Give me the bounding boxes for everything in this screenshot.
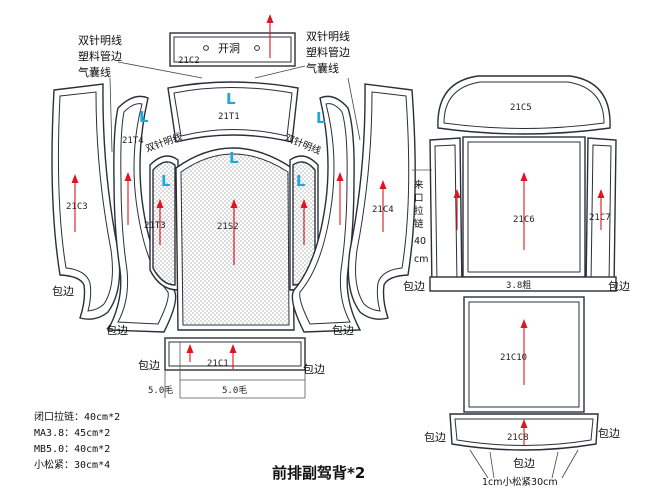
code-21t1: 21T1 xyxy=(218,112,240,122)
arrow-21c1 xyxy=(186,344,237,370)
note-line-3: MB5.0：40cm*2 xyxy=(34,444,110,455)
code-21t3: 21T3 xyxy=(144,221,166,231)
l-marker-t1: L xyxy=(226,90,236,108)
piece-21c3: 21C3 xyxy=(51,83,121,320)
piece-21c2: 开洞 21C2 xyxy=(169,32,296,67)
edge-label-6: 包边 xyxy=(403,280,425,293)
dbl-needle-right-2: 塑料管边 xyxy=(306,45,350,59)
code-21t4: 21T4 xyxy=(122,136,144,146)
piece-21c5: 21C5 xyxy=(437,75,611,135)
code-21c1: 21C1 xyxy=(207,359,229,369)
arrow-21t3 xyxy=(156,199,164,245)
arrow-21c7 xyxy=(597,189,605,230)
diagram-title: 前排副驾背*2 xyxy=(272,464,365,482)
code-21c5: 21C5 xyxy=(510,103,532,113)
svg-text:40: 40 xyxy=(414,236,426,247)
note-line-4: 小松紧：30cm*4 xyxy=(34,458,110,471)
edge-label-9: 包边 xyxy=(598,427,620,440)
edge-label-7: 包边 xyxy=(608,280,630,293)
l-marker-right-long: L xyxy=(316,109,326,127)
dbl-needle-right-3: 气囊线 xyxy=(306,61,339,75)
elastic-leaders xyxy=(469,449,579,479)
piece-21c1: 21C1 xyxy=(164,337,306,399)
arrow-21t4 xyxy=(124,172,132,225)
dbl-needle-tilt-right: 双针明线 xyxy=(283,132,323,158)
dim-5-right: 5.0毛 xyxy=(222,384,247,396)
open-hole-label: 开洞 xyxy=(218,42,240,55)
l-marker-s2: L xyxy=(229,149,239,167)
edge-label-3: 包边 xyxy=(138,359,160,372)
piece-21t1: 21T1 L xyxy=(167,81,299,143)
svg-text:拉: 拉 xyxy=(414,205,424,217)
l-marker-left-long: L xyxy=(139,108,149,126)
piece-bar-38: 3.8粗 xyxy=(429,276,617,292)
arrow-right-strip xyxy=(300,199,308,245)
svg-text:口: 口 xyxy=(414,193,424,204)
dbl-needle-left-3: 气囊线 xyxy=(78,65,111,79)
arrow-21c4 xyxy=(379,180,387,232)
svg-text:链: 链 xyxy=(414,218,424,230)
zip-label: 来 口 拉 链 40 cm xyxy=(412,169,432,265)
leaders-top xyxy=(109,61,361,153)
arrow-right-long xyxy=(336,172,344,225)
arrow-21c10 xyxy=(520,319,528,385)
edge-label-10: 包边 xyxy=(513,457,535,470)
edge-label-4: 包边 xyxy=(303,363,325,376)
code-21c8: 21C8 xyxy=(507,433,529,443)
l-marker-right-strip: L xyxy=(296,172,306,190)
code-21c2: 21C2 xyxy=(178,56,200,66)
code-21c7: 21C7 xyxy=(589,213,611,223)
dim-5-left: 5.0毛 xyxy=(148,384,173,396)
arrow-21c6 xyxy=(520,172,528,250)
edge-label-1: 包边 xyxy=(52,285,74,298)
svg-text:来: 来 xyxy=(414,180,424,191)
arrow-21c8 xyxy=(520,419,528,446)
elastic-note: 1cm小松紧30cm xyxy=(482,476,558,488)
arrow-left-strip xyxy=(453,189,461,230)
piece-21s2: 21S2 L xyxy=(175,147,295,331)
dbl-needle-left-2: 塑料管边 xyxy=(78,49,122,63)
l-marker-t3: L xyxy=(161,172,171,190)
edge-label-2: 包边 xyxy=(106,324,128,337)
dbl-needle-tilt-left: 双针明线 xyxy=(144,130,184,154)
note-line-1: 闭口拉链：40cm*2 xyxy=(34,410,120,423)
arrow-21c2 xyxy=(266,14,274,58)
note-line-2: MA3.8：45cm*2 xyxy=(34,428,110,439)
svg-text:cm: cm xyxy=(414,254,428,265)
width-38-label: 3.8粗 xyxy=(506,279,531,291)
code-21c10: 21C10 xyxy=(500,353,527,363)
dbl-needle-left-1: 双针明线 xyxy=(78,33,122,47)
code-21s2: 21S2 xyxy=(217,222,239,232)
edge-label-8: 包边 xyxy=(424,431,446,444)
edge-label-5: 包边 xyxy=(332,324,354,337)
arrow-21c3 xyxy=(71,174,79,232)
code-21c3: 21C3 xyxy=(66,202,88,212)
dbl-needle-right-1: 双针明线 xyxy=(306,29,350,43)
arrow-21s2 xyxy=(230,199,238,265)
piece-right-long: L xyxy=(291,95,362,333)
